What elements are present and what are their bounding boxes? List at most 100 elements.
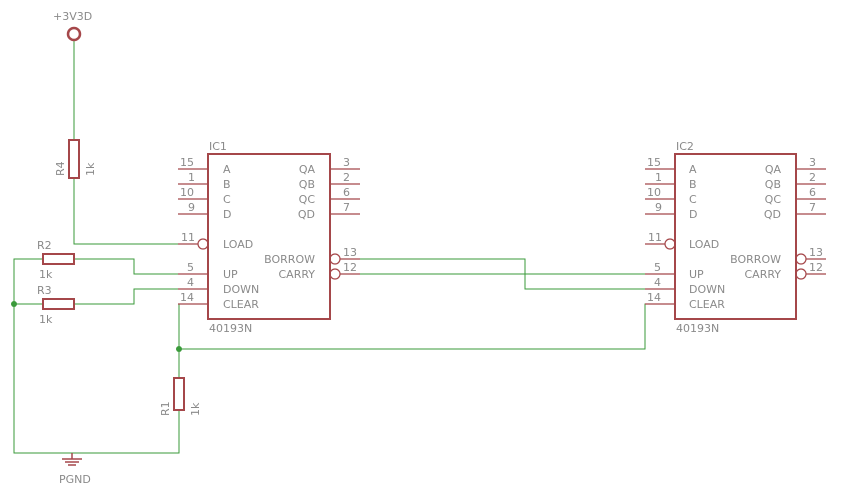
resistor-r1-name: R1	[159, 401, 172, 416]
ic1-pin-num: 11	[181, 231, 195, 244]
ic2-pin-label: CARRY	[744, 268, 781, 281]
ic2-carry-inversion-bubble	[795, 268, 807, 280]
ic2-pin-label: UP	[689, 268, 704, 281]
ic1-pin-label: BORROW	[264, 253, 315, 266]
ic2-pin-label: QD	[764, 208, 781, 221]
ic1-carry-inversion-bubble	[329, 268, 341, 280]
resistor-r4: R4 1k	[54, 139, 97, 179]
ic1-borrow-inversion-bubble	[329, 253, 341, 265]
wires	[11, 41, 675, 454]
ic1-load-inversion-bubble	[197, 238, 209, 250]
ic1-pin-label: CARRY	[278, 268, 315, 281]
ic1-pin-label: QC	[299, 193, 316, 206]
ic2-pin-num: 11	[648, 231, 662, 244]
resistor-r1-value: 1k	[189, 402, 202, 416]
ic1-pin-num: 9	[188, 201, 195, 214]
ic2-pin-label: BORROW	[730, 253, 781, 266]
ic2-pin-num: 4	[654, 276, 661, 289]
junction-left-rail	[11, 301, 17, 307]
ic2-pin-label: C	[689, 193, 697, 206]
ic2-pin-num: 13	[809, 246, 823, 259]
ic1-pin-label: QA	[299, 163, 316, 176]
ic2-pin-label: LOAD	[689, 238, 719, 251]
resistor-r2: R2 1k	[37, 239, 75, 281]
power-label: +3V3D	[53, 10, 92, 23]
ic2-pin-label: A	[689, 163, 697, 176]
ic2-pin-num: 12	[809, 261, 823, 274]
resistor-r4-name: R4	[54, 161, 67, 176]
power-terminal-icon	[66, 26, 82, 42]
ic2-pin-label: DOWN	[689, 283, 725, 296]
resistor-r2-body	[42, 253, 75, 265]
ic1-pin-num: 6	[343, 186, 350, 199]
wire-r4-load	[73, 178, 198, 245]
ic2-pin-num: 5	[654, 261, 661, 274]
ic1-pin-label: QD	[298, 208, 315, 221]
resistor-r1-body	[173, 377, 185, 411]
ground-symbol: PGND	[59, 453, 91, 486]
wire-r2-up	[74, 258, 208, 275]
ic1-pin-num: 13	[343, 246, 357, 259]
resistor-r3-name: R3	[37, 284, 52, 297]
resistor-r3-body	[42, 298, 75, 310]
ic2-pin-num: 9	[655, 201, 662, 214]
ic1-pin-num: 4	[187, 276, 194, 289]
ic1-pin-num: 10	[180, 186, 194, 199]
ic2-part: 40193N	[676, 322, 719, 335]
junction-clear	[176, 346, 182, 352]
resistor-r3: R3 1k	[37, 284, 75, 326]
ic2-pin-num: 15	[647, 156, 661, 169]
ic1-body	[207, 153, 331, 320]
resistor-r4-value: 1k	[84, 162, 97, 176]
ic2-pin-num: 10	[647, 186, 661, 199]
ic2-pin-num: 3	[809, 156, 816, 169]
power-symbol: +3V3D	[53, 10, 92, 42]
ic1-pin-num: 15	[180, 156, 194, 169]
wire-r3-down	[74, 288, 208, 305]
ic2-pin-label: QC	[765, 193, 782, 206]
ic2-pin-num: 2	[809, 171, 816, 184]
ic2-body	[674, 153, 797, 320]
ic1-pin-num: 12	[343, 261, 357, 274]
ic2-borrow-inversion-bubble	[795, 253, 807, 265]
ic2-load-inversion-bubble	[664, 238, 676, 250]
ic2-pin-label: QB	[765, 178, 781, 191]
resistor-r1: R1 1k	[159, 377, 202, 416]
wire-clear-net	[178, 303, 208, 378]
ic2-pin-label: QA	[765, 163, 782, 176]
ic1: IC1 40193N 15 1 10 9 11 5 4 14 A B C D L…	[178, 140, 360, 335]
ic2-pin-num: 7	[809, 201, 816, 214]
ic2-pin-num: 1	[655, 171, 662, 184]
ic1-pin-label: DOWN	[223, 283, 259, 296]
ic2-pin-num: 6	[809, 186, 816, 199]
resistor-r4-body	[68, 139, 80, 179]
ic1-pin-label: QB	[299, 178, 315, 191]
ic2: IC2 40193N 15 1 10 9 11 5 4 14 A B C D L…	[645, 140, 826, 335]
ground-label: PGND	[59, 473, 91, 486]
ic1-pin-num: 1	[188, 171, 195, 184]
ic1-pin-label: UP	[223, 268, 238, 281]
ic1-pin-label: B	[223, 178, 231, 191]
ic1-pin-label: LOAD	[223, 238, 253, 251]
ic1-pin-num: 2	[343, 171, 350, 184]
ic2-name: IC2	[676, 140, 694, 153]
ic2-pin-num: 14	[647, 291, 661, 304]
ic1-pin-label: C	[223, 193, 231, 206]
ic1-pin-num: 14	[180, 291, 194, 304]
ic1-pin-label: CLEAR	[223, 298, 259, 311]
ic1-pin-num: 7	[343, 201, 350, 214]
ic2-pin-label: B	[689, 178, 697, 191]
resistor-r2-value: 1k	[39, 268, 53, 281]
ic1-name: IC1	[209, 140, 227, 153]
ic1-pin-num: 5	[187, 261, 194, 274]
ic2-pin-label: CLEAR	[689, 298, 725, 311]
ic2-pin-label: D	[689, 208, 697, 221]
wire-left-rail	[13, 258, 180, 454]
resistor-r2-name: R2	[37, 239, 52, 252]
ic1-pin-label: D	[223, 208, 231, 221]
ic1-pin-num: 3	[343, 156, 350, 169]
resistor-r3-value: 1k	[39, 313, 53, 326]
ic1-pin-label: A	[223, 163, 231, 176]
ic1-part: 40193N	[209, 322, 252, 335]
